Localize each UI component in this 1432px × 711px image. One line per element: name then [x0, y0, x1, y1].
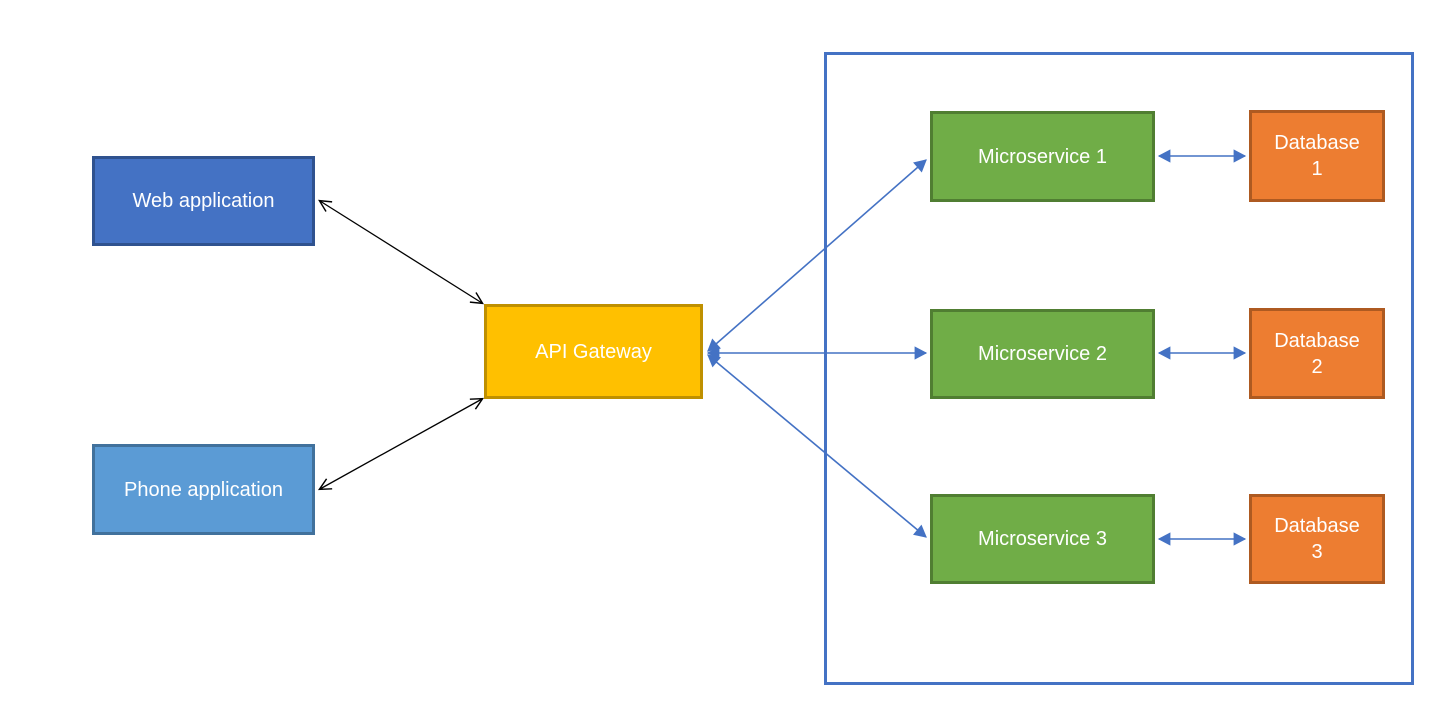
- microservice-3-node: Microservice 3: [930, 494, 1155, 584]
- api-gateway-label: API Gateway: [535, 340, 652, 363]
- microservice-2-label: Microservice 2: [978, 343, 1107, 365]
- edge-phoneapp-gateway: [317, 397, 485, 491]
- web-application-node: Web application: [92, 156, 315, 246]
- edge-webapp-gateway: [318, 199, 484, 305]
- phone-application-node: Phone application: [92, 444, 315, 535]
- database-3-node: Database 3: [1249, 494, 1385, 584]
- web-application-label: Web application: [132, 190, 275, 212]
- database-1-label: Database 1: [1274, 132, 1360, 180]
- microservice-1-label: Microservice 1: [978, 145, 1107, 168]
- microservice-2-node: Microservice 2: [930, 309, 1155, 399]
- database-3-label: Database 3: [1274, 515, 1360, 563]
- api-gateway-node: API Gateway: [484, 304, 703, 399]
- phone-application-label: Phone application: [123, 478, 283, 501]
- microservice-3-label: Microservice 3: [978, 528, 1107, 550]
- microservice-1-node: Microservice 1: [930, 111, 1155, 202]
- database-2-node: Database 2: [1249, 308, 1385, 399]
- database-1-node: Database 1: [1249, 110, 1385, 202]
- database-2-label: Database 2: [1274, 329, 1360, 378]
